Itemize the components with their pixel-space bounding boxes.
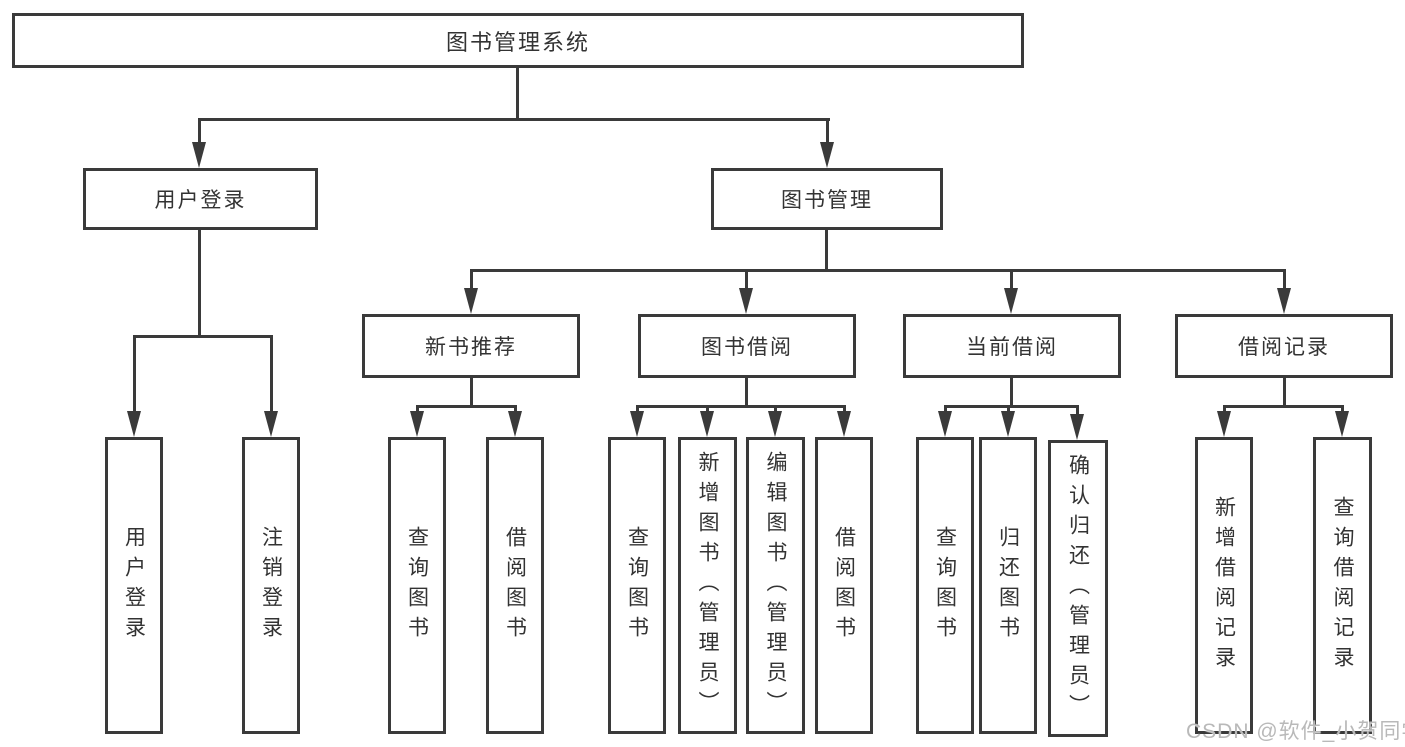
arrowhead-down — [1277, 288, 1291, 314]
connector-user-login-rail — [133, 335, 273, 338]
connector-line — [1010, 269, 1013, 290]
arrowhead-down — [938, 411, 952, 437]
leaf-label: 查询图书 — [405, 525, 429, 646]
leaf-label: 注销登录 — [259, 525, 283, 646]
node-label: 借阅记录 — [1238, 336, 1330, 359]
leaf-label: 用户登录 — [122, 525, 146, 646]
node-library-system: 图书管理系统 — [12, 13, 1024, 68]
leaf-add-books-admin: 新增图书（管理员） — [678, 437, 737, 734]
leaf-logout-login: 注销登录 — [242, 437, 300, 734]
connector-line — [1010, 378, 1013, 407]
connector-line — [416, 405, 419, 415]
connector-level1-rail — [198, 118, 830, 121]
connector-line — [774, 405, 777, 415]
arrowhead-down — [1004, 288, 1018, 314]
leaf-user-login: 用户登录 — [105, 437, 163, 734]
leaf-query-borrow-record: 查询借阅记录 — [1313, 437, 1372, 734]
arrowhead-down — [1001, 411, 1015, 437]
arrowhead-down — [1335, 411, 1349, 437]
leaf-query-books: 查询图书 — [608, 437, 666, 734]
connector-line — [470, 378, 473, 407]
arrowhead-down — [820, 142, 834, 168]
leaf-label: 查询图书 — [933, 525, 957, 646]
leaf-edit-books-admin: 编辑图书（管理员） — [746, 437, 805, 734]
leaf-label: 归还图书 — [996, 525, 1020, 646]
connector-rail — [944, 405, 1079, 408]
leaf-label: 借阅图书 — [503, 525, 527, 646]
connector-level2-rail — [470, 269, 1286, 272]
node-user-login: 用户登录 — [83, 168, 318, 230]
connector-line — [1283, 269, 1286, 290]
connector-line — [1341, 405, 1344, 415]
connector-line — [745, 269, 748, 290]
node-label: 图书管理 — [781, 189, 873, 212]
arrowhead-down — [837, 411, 851, 437]
leaf-label: 查询借阅记录 — [1331, 495, 1354, 676]
connector-line — [1223, 405, 1226, 415]
node-book-management: 图书管理 — [711, 168, 943, 230]
leaf-label: 借阅图书 — [832, 525, 856, 646]
leaf-return-books: 归还图书 — [979, 437, 1037, 734]
node-current-borrowing: 当前借阅 — [903, 314, 1121, 378]
arrowhead-down — [192, 142, 206, 168]
arrowhead-down — [410, 411, 424, 437]
node-borrowing-records: 借阅记录 — [1175, 314, 1393, 378]
arrowhead-down — [464, 288, 478, 314]
connector-rail — [636, 405, 846, 408]
connector-line — [826, 118, 829, 144]
connector-line — [706, 405, 709, 415]
connector-line — [1283, 378, 1286, 407]
connector-line — [198, 118, 201, 144]
node-label: 用户登录 — [154, 189, 247, 212]
connector-line — [843, 405, 846, 415]
arrowhead-down — [264, 411, 278, 437]
connector-line — [470, 269, 473, 290]
leaf-query-books: 查询图书 — [916, 437, 974, 734]
arrowhead-down — [739, 288, 753, 314]
arrowhead-down — [630, 411, 644, 437]
connector-line — [745, 378, 748, 407]
leaf-label: 新增借阅记录 — [1212, 495, 1236, 676]
arrowhead-down — [1217, 411, 1231, 437]
connector-line — [1007, 405, 1010, 415]
csdn-watermark: CSDN @软件_小贺同学 — [1186, 720, 1405, 743]
leaf-borrow-books: 借阅图书 — [486, 437, 544, 734]
node-label: 当前借阅 — [966, 336, 1058, 359]
leaf-borrow-books: 借阅图书 — [815, 437, 873, 734]
connector-rail — [1223, 405, 1344, 408]
connector-line — [270, 335, 273, 413]
node-label: 图书管理系统 — [445, 29, 590, 55]
arrowhead-down — [700, 411, 714, 437]
connector-rail — [416, 405, 517, 408]
connector-line — [636, 405, 639, 415]
connector-line — [1076, 405, 1079, 417]
connector-user-login-stem — [198, 230, 201, 337]
connector-line — [944, 405, 947, 415]
connector-line — [133, 335, 136, 413]
arrowhead-down — [127, 411, 141, 437]
node-label: 新书推荐 — [425, 336, 517, 359]
arrowhead-down — [1070, 414, 1084, 440]
leaf-label: 编辑图书（管理员） — [764, 450, 787, 721]
leaf-query-books: 查询图书 — [388, 437, 446, 734]
connector-book-mgmt-stem — [825, 230, 828, 271]
connector-root-stem — [516, 67, 519, 120]
connector-line — [514, 405, 517, 415]
leaf-add-borrow-record: 新增借阅记录 — [1195, 437, 1253, 734]
leaf-label: 新增图书（管理员） — [696, 450, 719, 721]
leaf-confirm-return-admin: 确认归还（管理员） — [1048, 440, 1108, 737]
node-new-book-recommendation: 新书推荐 — [362, 314, 580, 378]
node-label: 图书借阅 — [701, 336, 793, 359]
arrowhead-down — [768, 411, 782, 437]
node-book-borrowing: 图书借阅 — [638, 314, 856, 378]
arrowhead-down — [508, 411, 522, 437]
leaf-label: 确认归还（管理员） — [1066, 453, 1090, 724]
leaf-label: 查询图书 — [625, 525, 649, 646]
